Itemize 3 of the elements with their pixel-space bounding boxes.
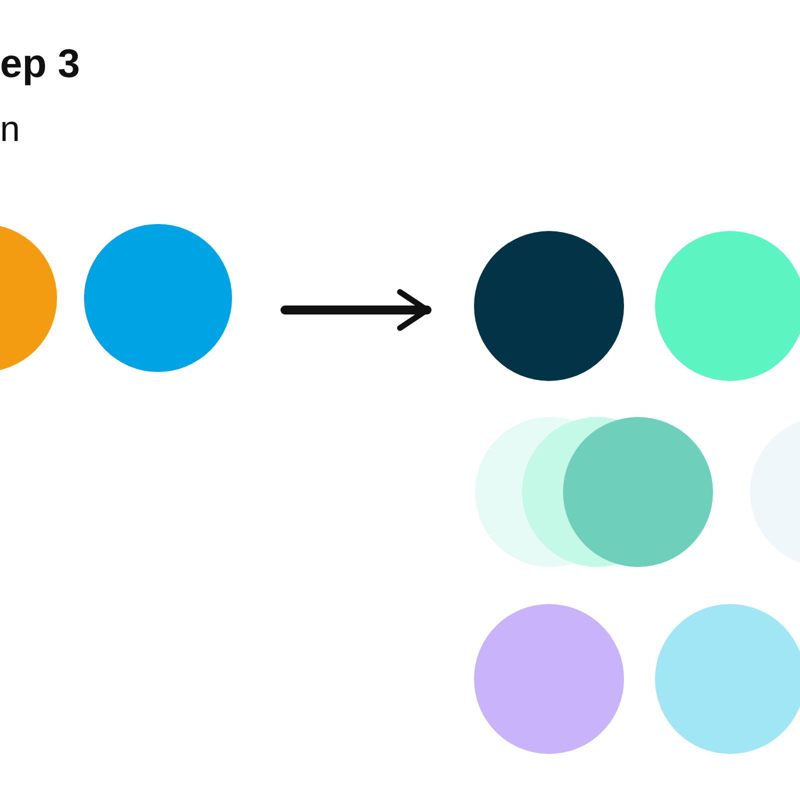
arrow xyxy=(280,289,432,331)
heading-text: ep 3 xyxy=(0,42,80,87)
subheading-text: n xyxy=(0,108,20,150)
